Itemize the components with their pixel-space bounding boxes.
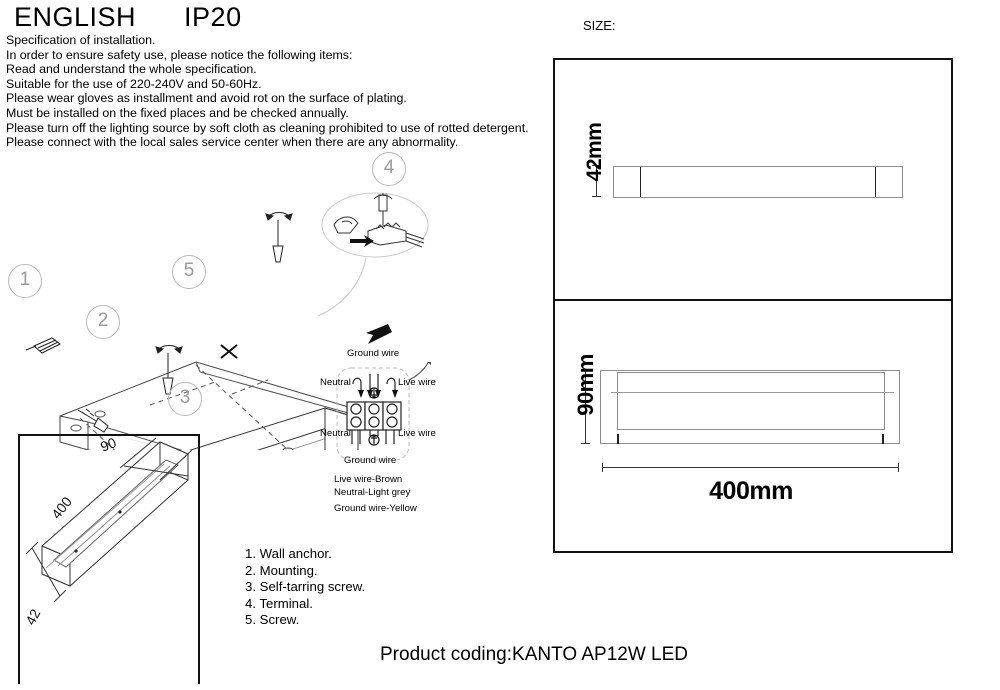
spec-line: Please wear gloves as installment and av… [6, 91, 407, 106]
callout-5: 5 [172, 255, 206, 289]
assembly-exploded-diagram [25, 212, 392, 450]
wiring-label-ground-top: Ground wire [347, 348, 400, 359]
wiring-terminal-diagram [336, 362, 431, 461]
size-section-label: SIZE: [583, 18, 616, 33]
wiring-label-neutral-top: Neutral [320, 377, 351, 388]
side-view-foot-left [617, 434, 619, 444]
wiring-label-neutral-bottom: Neutral [320, 428, 351, 439]
spec-line: Specification of installation. [6, 33, 156, 47]
front-view-endcap-right [875, 167, 876, 197]
product-coding-text: Product coding:KANTO AP12W LED [380, 644, 689, 665]
step-item: 2. Mounting. [245, 562, 318, 578]
screw-icon [77, 408, 109, 433]
wiring-label-live-bottom: Live wire [398, 428, 436, 439]
front-view-box [553, 58, 953, 301]
dimension-line-400 [602, 463, 899, 472]
dimension-line-42 [592, 165, 601, 197]
callout-3: 3 [168, 382, 202, 416]
spec-line: In order to ensure safety use, please no… [6, 47, 353, 62]
steps-legend-list: 1. Wall anchor. 2. Mounting. 3. Self-tar… [245, 546, 365, 629]
isometric-product-drawing [25, 437, 193, 603]
spec-line: Read and understand the whole specificat… [6, 62, 257, 77]
spec-line: Suitable for the use of 220-240V and 50-… [6, 76, 262, 91]
step-item: 3. Self-tarring screw. [245, 579, 366, 595]
step-item: 5. Screw. [245, 612, 300, 628]
side-view-drawing [600, 370, 900, 444]
dimension-label-42: 42mm [583, 122, 606, 182]
spec-line: Must be installed on the fixed places an… [6, 105, 349, 120]
wire-color-neutral: Neutral-Light grey [334, 487, 411, 499]
step-item: 4. Terminal. [245, 595, 313, 611]
wiring-label-ground-bottom: Ground wire [344, 455, 397, 466]
screw-rotation-icon [265, 212, 293, 263]
front-view-endcap-left [640, 167, 641, 197]
dimension-line-90 [581, 370, 590, 444]
wire-color-ground: Ground wire-Yellow [334, 503, 417, 515]
callout-2: 2 [86, 305, 120, 339]
side-view-box [553, 301, 953, 553]
dimension-label-400: 400mm [709, 477, 793, 505]
spec-line: Please turn off the lighting source by s… [6, 120, 529, 135]
wire-color-legend: Live wire-Brown Neutral-Light grey Groun… [334, 473, 417, 516]
terminal-detail-bubble [321, 192, 429, 258]
front-view-drawing [613, 166, 903, 198]
wire-color-live: Live wire-Brown [334, 474, 403, 485]
spec-line: Please connect with the local sales serv… [6, 135, 459, 150]
side-view-foot-right [882, 434, 884, 444]
side-view-band-line [611, 392, 894, 393]
cross-mark-icon [220, 344, 238, 359]
callout-1: 1 [8, 264, 42, 298]
page-title: ENGLISH IP20 [14, 2, 242, 32]
specification-text-block: Specification of installation. In order … [6, 33, 529, 150]
wiring-label-live-top: Live wire [398, 377, 436, 388]
side-view-inner-body [617, 372, 885, 430]
dimension-label-90: 90mm [573, 354, 598, 416]
isometric-view-panel [18, 434, 200, 684]
direction-arrow-icon [366, 324, 392, 344]
wall-anchor-icon [25, 337, 61, 354]
callout-4: 4 [372, 152, 406, 186]
detail-leader-line [317, 257, 367, 317]
step-item: 1. Wall anchor. [245, 546, 332, 561]
